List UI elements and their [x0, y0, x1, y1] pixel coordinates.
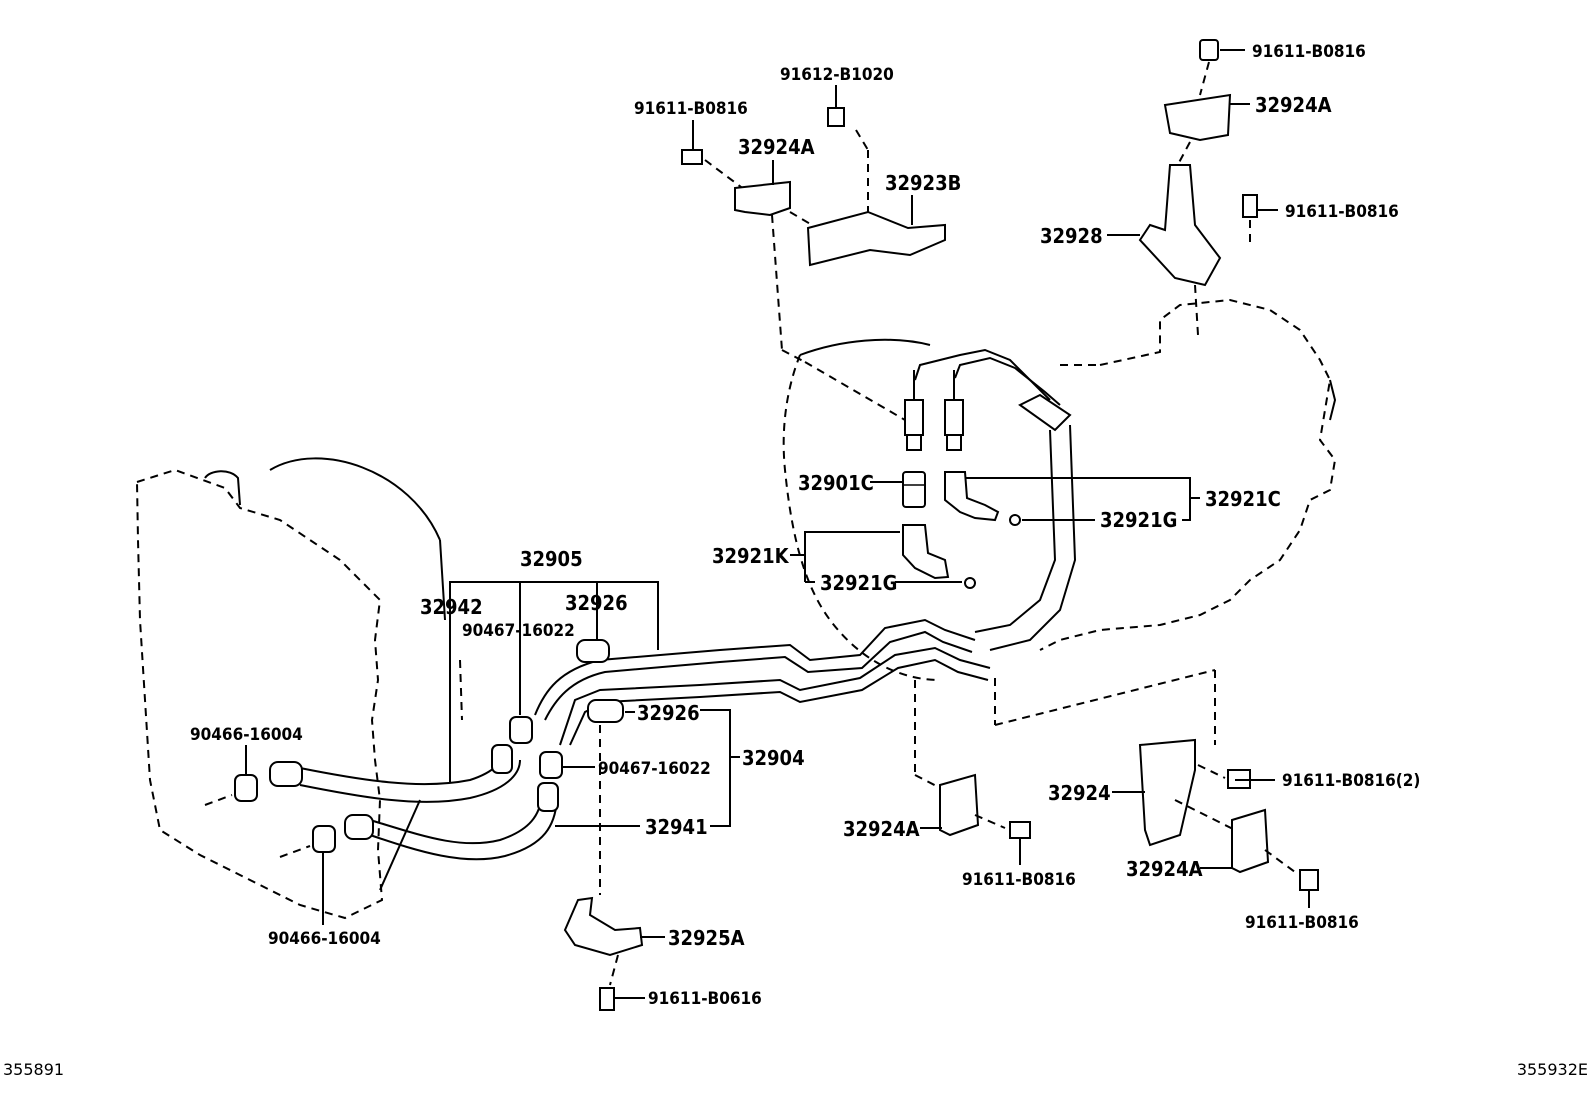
label-32904: 32904	[742, 746, 805, 770]
cooler-tube-32905	[534, 618, 976, 721]
label-32928: 32928	[1040, 224, 1103, 248]
footer-right-code: 355932E	[1517, 1060, 1588, 1079]
fitting-pair	[904, 370, 964, 451]
label-91611-right: 91611-B0816	[1285, 202, 1399, 222]
label-32926-top: 32926	[565, 591, 628, 615]
label-32925A: 32925A	[668, 926, 745, 950]
label-32905: 32905	[520, 547, 583, 571]
label-91612: 91612-B1020	[780, 65, 894, 85]
label-91611-topright: 91611-B0816	[1252, 42, 1366, 62]
label-32941: 32941	[645, 815, 708, 839]
label-90467-top: 90467-16022	[462, 621, 575, 641]
label-32924: 32924	[1048, 781, 1111, 805]
hose-32941	[344, 782, 559, 861]
clamp-icon	[204, 716, 563, 858]
label-91611-bottom: 91611-B0816	[962, 870, 1076, 890]
label-91611-B0616: 91611-B0616	[648, 989, 762, 1009]
label-32921K: 32921K	[712, 544, 790, 568]
label-32924A-bottomright: 32924A	[1126, 857, 1203, 881]
label-32924A-topright: 32924A	[1255, 93, 1332, 117]
label-32926-mid: 32926	[637, 701, 700, 725]
label-32923B: 32923B	[885, 171, 961, 195]
bracket-32924-assembly	[994, 669, 1319, 891]
part-labels: 32905 32942 32926 90467-16022 32926 3290…	[190, 42, 1420, 1009]
label-90467-mid: 90467-16022	[598, 759, 711, 779]
footer-left-code: 355891	[3, 1060, 64, 1079]
transmission-tubes	[914, 348, 1077, 651]
label-32942: 32942	[420, 595, 483, 619]
label-32921G-left: 32921G	[820, 571, 897, 595]
label-32921G-right: 32921G	[1100, 508, 1177, 532]
cooler-tube-32904	[559, 646, 991, 746]
label-91611-bottomright: 91611-B0816	[1245, 913, 1359, 933]
label-90466-top: 90466-16004	[190, 725, 303, 745]
label-32924A-bottom: 32924A	[843, 817, 920, 841]
leader-lines	[245, 49, 1310, 999]
label-90466-bottom: 90466-16004	[268, 929, 381, 949]
bracket-32928-assembly	[1138, 39, 1258, 336]
label-32921C: 32921C	[1205, 487, 1281, 511]
elbow-32921C	[944, 471, 1021, 526]
union-32901C	[902, 471, 926, 508]
clamp-32924A-bottom	[914, 680, 1031, 839]
label-91611-x2: 91611-B0816(2)	[1282, 771, 1420, 791]
elbow-32921K	[902, 524, 976, 589]
label-91611-left: 91611-B0816	[634, 99, 748, 119]
bracket-32923B-assembly	[681, 107, 946, 421]
sleeve-32926	[576, 639, 624, 723]
hose-32942	[269, 744, 521, 803]
label-32901C: 32901C	[798, 471, 874, 495]
label-32924A-left: 32924A	[738, 135, 815, 159]
